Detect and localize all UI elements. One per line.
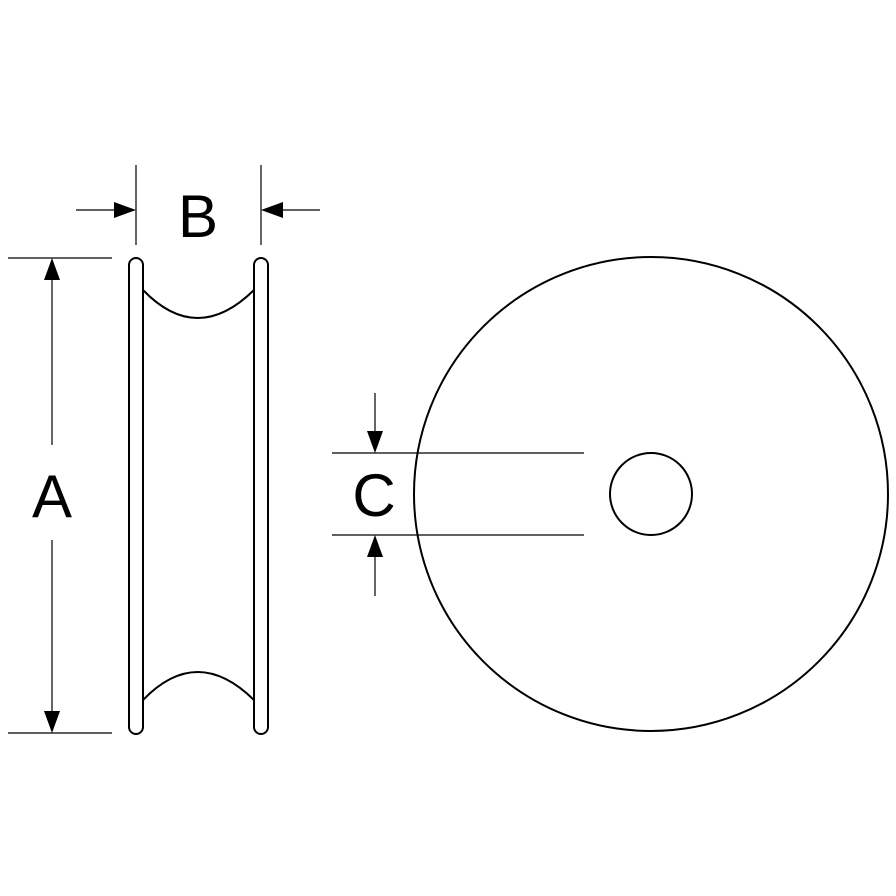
right-flange — [253, 257, 269, 735]
groove-top-curve — [142, 289, 255, 319]
dimension-c: C — [332, 393, 584, 596]
left-flange — [128, 257, 144, 735]
a-arrow-bottom — [44, 711, 60, 733]
groove-bottom-curve — [142, 671, 255, 701]
a-label: A — [32, 463, 72, 530]
sheave-front-view — [413, 256, 889, 732]
b-arrow-right — [261, 202, 283, 218]
c-label: C — [352, 462, 395, 529]
dimension-b: B — [76, 165, 320, 250]
bore-circle — [609, 452, 693, 536]
c-arrow-bottom — [367, 535, 383, 557]
b-label: B — [178, 183, 218, 250]
a-arrow-top — [44, 258, 60, 280]
sheave-side-view — [128, 257, 269, 735]
c-arrow-top — [367, 431, 383, 453]
dimension-a: A — [8, 257, 112, 734]
sheave-outer-circle — [413, 256, 889, 732]
b-arrow-left — [114, 202, 136, 218]
